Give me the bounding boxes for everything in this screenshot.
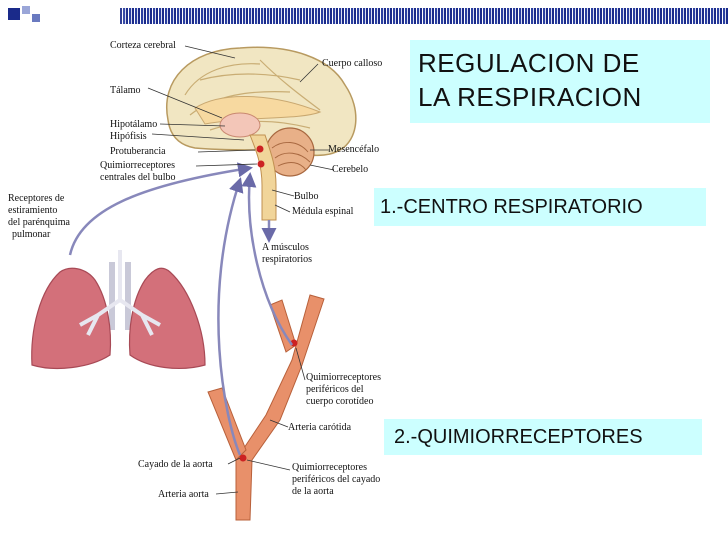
label-musculos-1: A músculos: [262, 242, 309, 253]
label-aortic-1: Quimiorreceptores: [292, 462, 367, 473]
page-title: REGULACION DE LA RESPIRACION: [418, 48, 642, 112]
label-hipotalamo: Hipotálamo: [110, 119, 157, 130]
square-dark: [8, 8, 20, 20]
quimiorreceptores-label: 2.-QUIMIORRECEPTORES: [394, 426, 643, 448]
brain-illustration: [166, 46, 357, 221]
label-aortic-3: de la aorta: [292, 486, 334, 497]
label-receptores-1: Receptores de: [8, 193, 65, 204]
label-bulbo: Bulbo: [294, 191, 318, 202]
label-arteria-aorta: Arteria aorta: [158, 489, 209, 500]
label-corteza: Corteza cerebral: [110, 40, 176, 51]
label-aortic-2: periféricos del cayado: [292, 474, 380, 485]
striped-band: [120, 8, 728, 24]
label-cuerpo-calloso: Cuerpo calloso: [322, 58, 382, 69]
label-carotid-1: Quimiorreceptores: [306, 372, 381, 383]
label-cayado: Cayado de la aorta: [138, 459, 213, 470]
label-receptores-3: del parénquima: [8, 217, 70, 228]
square-mid: [32, 14, 40, 22]
nerve-pathways: [68, 162, 294, 456]
top-decoration-bar: [0, 0, 728, 26]
label-carotid-3: cuerpo corotídeo: [306, 396, 373, 407]
label-hipofisis: Hipófisis: [110, 131, 147, 142]
centro-respiratorio-box: 1.-CENTRO RESPIRATORIO: [374, 188, 706, 226]
label-talamo: Tálamo: [110, 85, 141, 96]
leader-lines: [147, 45, 335, 495]
label-mesencefalo: Mesencéfalo: [328, 144, 379, 155]
label-arteria-carotida: Arteria carótida: [288, 422, 352, 433]
label-protuberancia: Protuberancia: [110, 146, 166, 157]
label-receptores-2: estiramiento: [8, 205, 57, 216]
title-box: REGULACION DE LA RESPIRACION: [410, 40, 710, 123]
centro-respiratorio-label: 1.-CENTRO RESPIRATORIO: [380, 196, 643, 218]
quimiorreceptores-box: 2.-QUIMIORRECEPTORES: [384, 419, 702, 455]
label-receptores-4: pulmonar: [12, 229, 51, 240]
label-medula: Médula espinal: [292, 206, 354, 217]
label-musculos-2: respiratorios: [262, 254, 312, 265]
square-light: [22, 6, 30, 14]
label-quimio-centrales-1: Quimiorreceptores: [100, 160, 175, 171]
label-carotid-2: periféricos del: [306, 384, 364, 395]
label-quimio-centrales-2: centrales del bulbo: [100, 172, 176, 183]
label-cerebelo: Cerebelo: [332, 164, 368, 175]
lungs-illustration: [31, 250, 206, 370]
